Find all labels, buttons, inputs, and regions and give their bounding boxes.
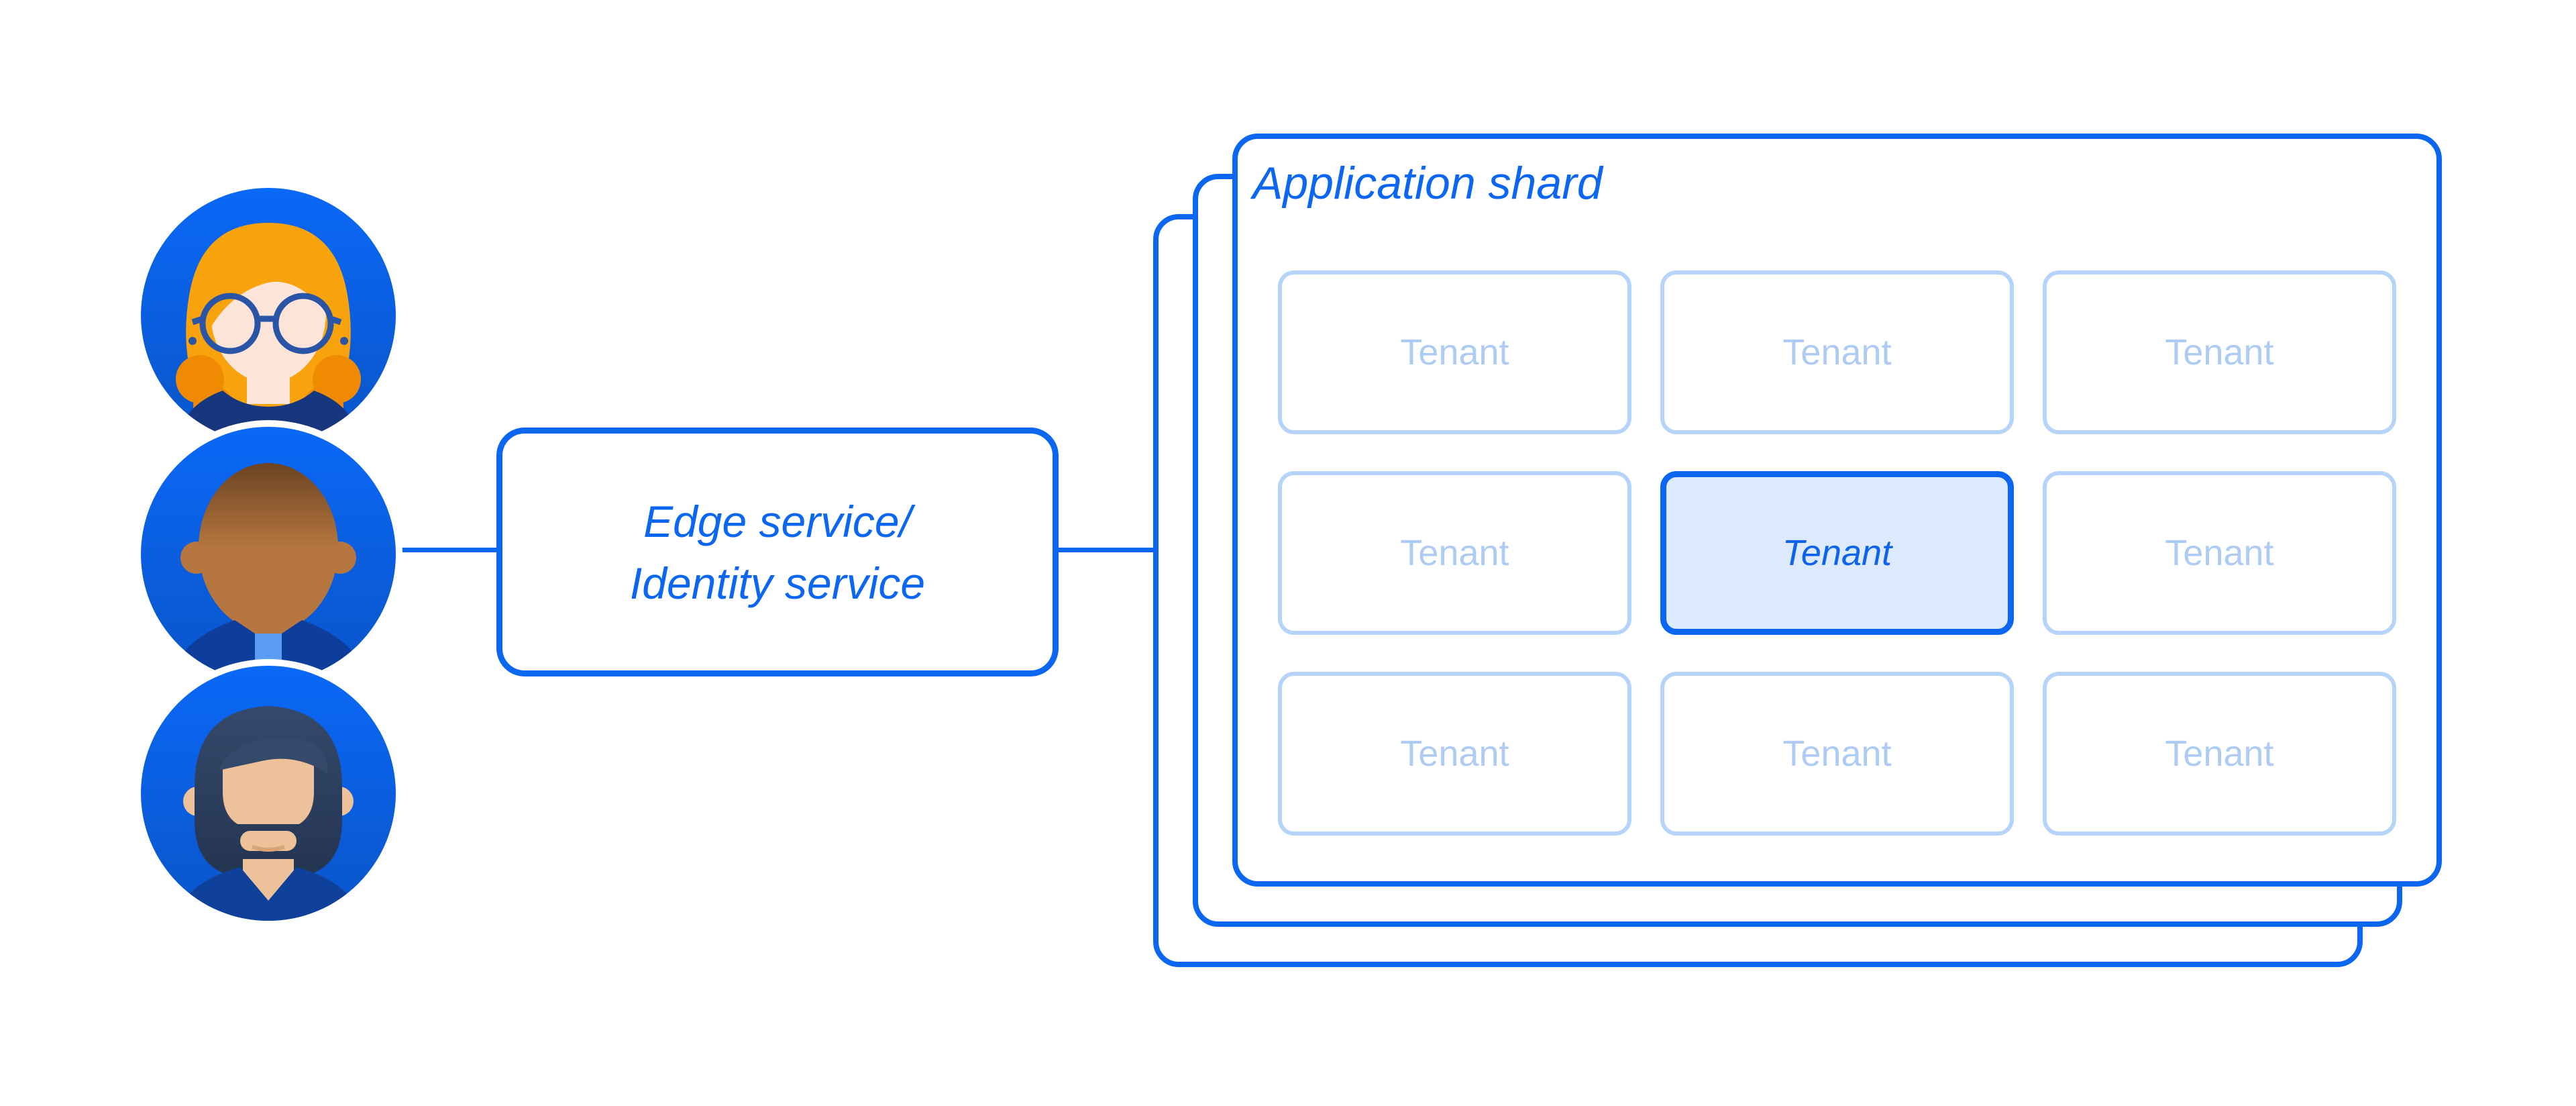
connector-edge-to-shard: [1057, 548, 1157, 552]
shard-card-front: Application shard Tenant Tenant Tenant T…: [1232, 134, 2442, 887]
edge-service-label-line1: Edge service/: [643, 496, 912, 546]
user-avatar-bearded-man-icon: [134, 659, 402, 927]
application-shard-title: Application shard: [1252, 158, 1603, 209]
tenant-label: Tenant: [1782, 734, 1892, 774]
tenant-box: Tenant: [2043, 270, 2396, 434]
edge-service-label-line2: Identity service: [629, 558, 926, 608]
tenant-label: Tenant: [2165, 734, 2274, 774]
tenant-box: Tenant: [1660, 672, 2014, 836]
tenant-label: Tenant: [1400, 533, 1509, 573]
tenant-box-highlighted: Tenant: [1660, 471, 2014, 635]
tenant-grid: Tenant Tenant Tenant Tenant Tenant Tenan…: [1278, 270, 2396, 836]
tenant-box: Tenant: [2043, 471, 2396, 635]
tenant-label: Tenant: [1400, 332, 1509, 372]
tenant-box: Tenant: [1278, 672, 1631, 836]
tenant-label: Tenant: [2165, 332, 2274, 372]
tenant-label: Tenant: [1782, 332, 1892, 372]
tenant-box: Tenant: [1660, 270, 2014, 434]
tenant-box: Tenant: [1278, 270, 1631, 434]
tenant-box: Tenant: [2043, 672, 2396, 836]
tenant-box: Tenant: [1278, 471, 1631, 635]
tenant-label: Tenant: [2165, 533, 2274, 573]
user-avatar-woman-icon: [134, 181, 402, 450]
user-avatar-bald-man-icon: [134, 420, 402, 689]
connector-users-to-edge: [400, 548, 498, 552]
tenant-label: Tenant: [1782, 533, 1892, 573]
tenant-label: Tenant: [1400, 734, 1509, 774]
edge-identity-service-box: Edge service/ Identity service: [496, 428, 1059, 676]
